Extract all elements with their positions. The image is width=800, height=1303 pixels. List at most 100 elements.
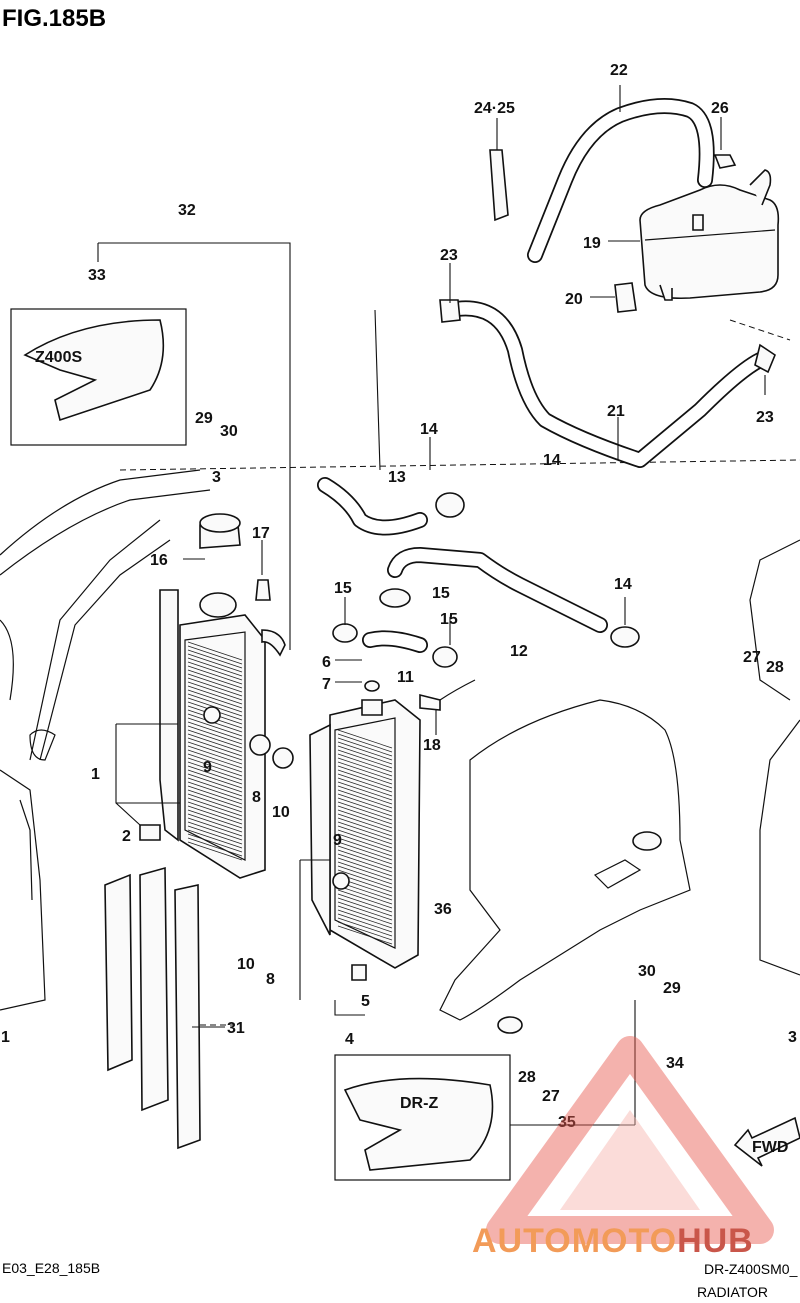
left-shroud	[0, 769, 46, 1011]
callout-27-bottom: 27	[542, 1088, 560, 1105]
short-hose	[332, 623, 458, 668]
callout-1-left: 1	[91, 766, 100, 783]
radiator-fin	[337, 857, 393, 877]
radiator-fin	[337, 853, 393, 873]
radiator-fin	[187, 777, 243, 797]
radiator-fin	[187, 681, 243, 701]
radiator-fin	[337, 773, 393, 793]
callout-30-top: 30	[220, 423, 238, 440]
reservoir-tank	[614, 169, 780, 313]
radiator-fin	[187, 805, 243, 825]
leader-lines	[97, 85, 766, 1126]
decal-35-text: DR-Z	[400, 1095, 438, 1112]
left-radiator	[139, 513, 294, 879]
callout-34: 34	[666, 1055, 684, 1072]
callout-14-right: 14	[614, 576, 632, 593]
callout-14-top: 14	[420, 421, 438, 438]
radiator-fin	[337, 849, 393, 869]
radiator-fin	[337, 897, 393, 917]
radiator-fin	[187, 781, 243, 801]
radiator-fin	[187, 693, 243, 713]
callout-27-right: 27	[743, 649, 761, 666]
radiator-fin	[187, 661, 243, 681]
radiator-fin	[337, 769, 393, 789]
radiator-fin	[187, 813, 243, 833]
radiator-fin	[187, 789, 243, 809]
radiator-fin	[187, 797, 243, 817]
radiator-fin	[337, 789, 393, 809]
radiator-fin	[187, 809, 243, 829]
radiator-fin	[187, 729, 243, 749]
callout-3: 3	[212, 469, 221, 486]
footer-model: DR-Z400SM0_	[704, 1261, 798, 1277]
callout-9-right: 9	[333, 832, 342, 849]
radiator-fin	[187, 817, 243, 837]
radiator-fin	[187, 841, 243, 861]
callout-15-b: 15	[432, 585, 450, 602]
radiator-fin	[337, 749, 393, 769]
callout-29-top: 29	[195, 410, 213, 427]
callout-10-bottom: 10	[237, 956, 255, 973]
callout-5: 5	[361, 993, 370, 1010]
radiator-fin	[337, 833, 393, 853]
radiator-fin	[337, 905, 393, 925]
radiator-fin	[337, 785, 393, 805]
radiator-fin	[337, 825, 393, 845]
radiator-fin	[187, 669, 243, 689]
radiator-fin	[187, 801, 243, 821]
radiator-fin	[337, 733, 393, 753]
callout-8-bottom: 8	[266, 971, 275, 988]
radiator-fin	[337, 817, 393, 837]
radiator-fin	[187, 685, 243, 705]
radiator-fin	[337, 781, 393, 801]
radiator-fin	[187, 689, 243, 709]
callout-15-c: 15	[440, 611, 458, 628]
radiator-fin	[187, 829, 243, 849]
radiator-fin	[187, 785, 243, 805]
callout-36: 36	[434, 901, 452, 918]
right-radiator	[309, 679, 476, 981]
callout-17: 17	[252, 525, 270, 542]
radiator-fin	[337, 837, 393, 857]
radiator-fin	[187, 649, 243, 669]
radiator-fin	[187, 833, 243, 853]
callout-10-left: 10	[272, 804, 290, 821]
radiator-fin	[337, 861, 393, 881]
callout-labels: FIG.185B 22 24·25 26 32 19 23 33 20 23 2…	[1, 5, 798, 1300]
callout-28-bottom: 28	[518, 1069, 536, 1086]
footer-left-code: E03_E28_185B	[2, 1260, 100, 1276]
radiator-fin	[337, 845, 393, 865]
callout-18: 18	[423, 737, 441, 754]
radiator-fin	[337, 865, 393, 885]
callout-3-bottom-right: 3	[788, 1029, 797, 1046]
watermark-text-right: HUB	[677, 1222, 754, 1260]
watermark-logo: AUTOMOTOHUB	[472, 1036, 774, 1260]
radiator-fin	[337, 813, 393, 833]
radiator-fin	[337, 917, 393, 937]
callout-26: 26	[711, 100, 729, 117]
decal-33-box: Z400S	[10, 308, 187, 446]
radiator-fin	[337, 925, 393, 945]
decal-35-box: DR-Z	[334, 1054, 511, 1181]
callout-31: 31	[227, 1020, 245, 1037]
lower-hose	[379, 547, 640, 648]
radiator-fin	[187, 837, 243, 857]
radiator-fin	[337, 809, 393, 829]
upper-hose	[317, 477, 465, 536]
radiator-fin	[337, 761, 393, 781]
callout-15-a: 15	[334, 580, 352, 597]
radiator-fin	[337, 921, 393, 941]
overflow-hose	[489, 98, 737, 263]
radiator-fin	[187, 717, 243, 737]
radiator-fin	[337, 777, 393, 797]
radiator-fin	[187, 749, 243, 769]
fwd-arrow-icon: FWD	[733, 1116, 800, 1167]
radiator-fin	[337, 885, 393, 905]
radiator-fin	[337, 737, 393, 757]
radiator-cover-right	[439, 699, 691, 1034]
frame-line	[0, 459, 800, 761]
radiator-fin	[187, 761, 243, 781]
radiator-fin	[337, 753, 393, 773]
radiator-fin	[187, 741, 243, 761]
